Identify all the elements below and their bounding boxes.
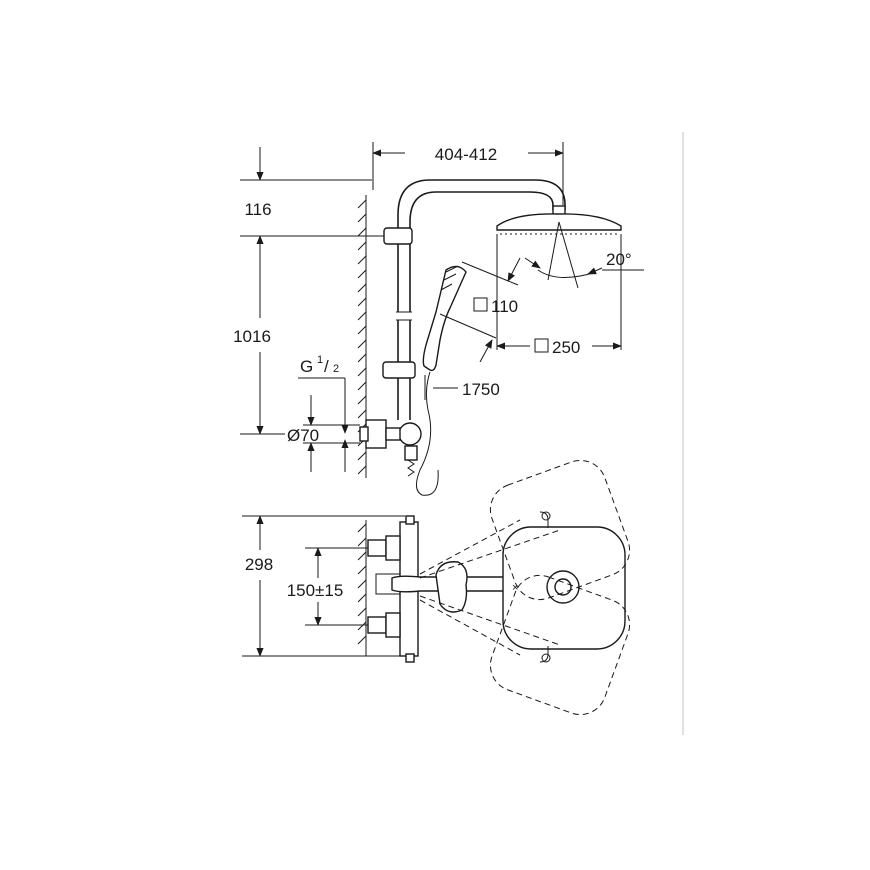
rail-height-label: 1016 <box>233 327 271 346</box>
thread-slash: / <box>324 357 329 376</box>
dim-rosette-diameter: Ø70 <box>287 395 360 472</box>
dim-inlet-spacing: 150±15 <box>287 547 368 626</box>
hand-shower <box>422 265 467 372</box>
dim-head-shower-size: 250 <box>496 234 622 357</box>
side-view: 404-412 116 1016 G 1 / 2 <box>233 142 644 496</box>
riser-rail <box>366 179 566 420</box>
dim-hose-length: 1750 <box>433 380 500 399</box>
shower-hose <box>416 371 439 496</box>
dim-hand-shower-size: 110 <box>439 257 521 363</box>
tilt-angle-label: 20° <box>606 250 632 269</box>
dim-tilt-angle: 20° <box>524 221 644 289</box>
rosette-diameter-label: Ø70 <box>287 426 319 445</box>
head-offset-label: 116 <box>244 200 271 219</box>
dim-head-offset: 116 <box>240 147 372 237</box>
dim-arm-reach: 404-412 <box>372 142 564 205</box>
hand-shower-holder <box>435 561 468 613</box>
head-shower <box>496 205 622 235</box>
dim-top-depth: 298 <box>242 515 405 657</box>
head-shower-size-label: 250 <box>552 338 580 357</box>
top-depth-label: 298 <box>245 555 273 574</box>
thread-letter: G <box>300 357 313 376</box>
svg-text:×: × <box>512 582 518 594</box>
rotation-outlines <box>419 459 631 716</box>
thread-numerator: 1 <box>317 354 323 366</box>
thermostat-connection <box>359 419 422 477</box>
hand-shower-size-label: 110 <box>491 297 518 316</box>
square-symbol <box>534 338 549 353</box>
top-view: × 298 150±15 <box>242 459 631 716</box>
arm-reach-label: 404-412 <box>435 145 497 164</box>
dim-thread: G 1 / 2 <box>298 354 349 472</box>
hose-length-label: 1750 <box>462 380 500 399</box>
inlet-spacing-label: 150±15 <box>287 581 344 600</box>
dim-rail-height: 1016 <box>233 235 285 435</box>
thread-denominator: 2 <box>333 363 339 375</box>
top-wall-hatching <box>357 520 367 656</box>
square-symbol <box>473 297 488 312</box>
